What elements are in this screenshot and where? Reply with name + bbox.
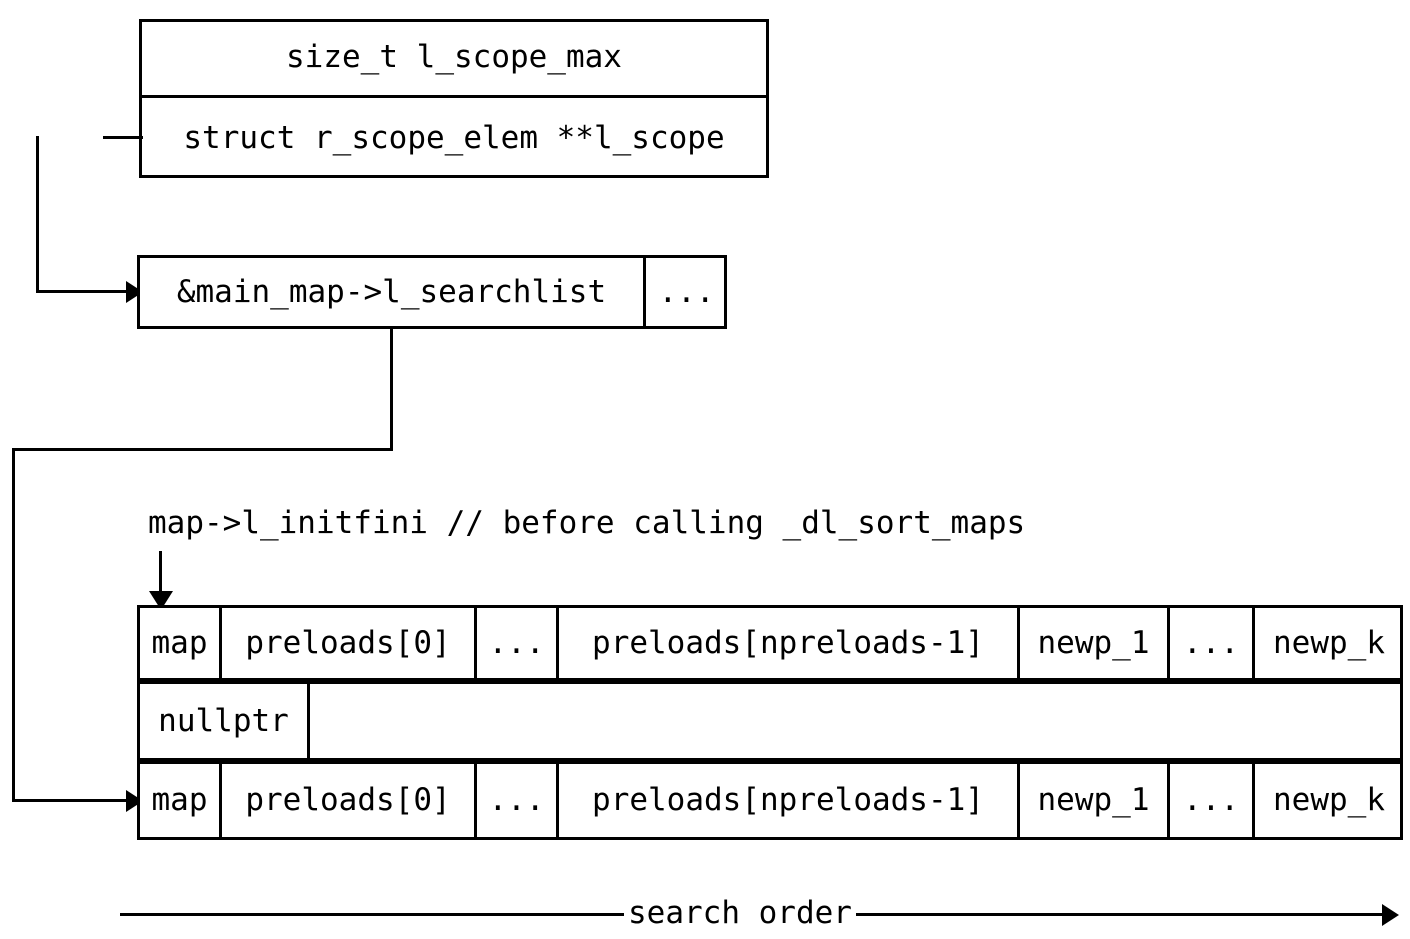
initfini-row-before-div-2	[474, 605, 477, 681]
connector-searchlist-horizontal-lower	[12, 799, 130, 802]
initfini-row-after-box	[137, 761, 1403, 840]
initfini-row-middle-cell-1	[310, 681, 1403, 761]
initfini-row-after-cell-0: map	[151, 782, 208, 818]
initfini-row-before-cell-6: newp_k	[1273, 624, 1385, 661]
initfini-row-before-cell-5: ...	[1183, 624, 1239, 661]
initfini-row-before-div-4	[1017, 605, 1020, 681]
initfini-row-before-cell-2: ...	[488, 624, 545, 661]
initfini-row-before-cell-4: newp_1	[1037, 624, 1150, 661]
initfini-row-before-div-5	[1167, 605, 1170, 681]
scope-struct-divider	[139, 95, 769, 98]
initfini-row-after-cell-5: ...	[1183, 782, 1239, 818]
search-order-caption: search order	[624, 898, 856, 929]
initfini-row-before-div-1	[219, 605, 222, 681]
initfini-row-after-cell-4: newp_1	[1037, 782, 1150, 818]
initfini-row-before-div-3	[556, 605, 559, 681]
connector-searchlist-vertical-left	[12, 448, 15, 802]
initfini-row-before-cell-3: preloads[npreloads-1]	[592, 624, 984, 661]
initfini-row-after-cell-6: newp_k	[1273, 782, 1385, 818]
initfini-row-before-cell-0: map	[151, 624, 208, 661]
scope-struct-box	[139, 19, 769, 178]
initfini-row-before-cell-1: preloads[0]	[245, 624, 451, 661]
initfini-row-after-cell-1: preloads[0]	[245, 782, 451, 818]
scope-struct-row-0: size_t l_scope_max	[286, 38, 622, 75]
initfini-row-after-cell-3: preloads[npreloads-1]	[592, 782, 984, 818]
initfini-row-middle-div-1	[307, 681, 310, 761]
search-order-arrowhead	[1382, 904, 1399, 926]
searchlist-array-divider	[643, 255, 646, 329]
initfini-row-middle-box	[137, 681, 1403, 761]
initfini-row-after-div-1	[219, 761, 222, 840]
initfini-row-before-div-6	[1252, 605, 1255, 681]
initfini-row-after-div-6	[1252, 761, 1255, 840]
initfini-row-after-div-4	[1017, 761, 1020, 840]
initfini-label: map->l_initfini // before calling _dl_so…	[148, 505, 1026, 541]
connector-lscope-stub	[103, 136, 143, 139]
searchlist-cell-0: &main_map->l_searchlist	[176, 273, 607, 310]
connector-lscope-horizontal	[36, 290, 132, 293]
initfini-row-after-div-5	[1167, 761, 1170, 840]
searchlist-cell-1: ...	[658, 273, 715, 310]
initfini-row-after-cell-2: ...	[488, 782, 545, 818]
connector-lscope-vertical	[36, 136, 39, 292]
searchlist-array-box	[137, 255, 727, 329]
initfini-row-before-box	[137, 605, 1403, 681]
initfini-pointer-line	[159, 551, 162, 593]
connector-searchlist-horizontal-upper	[12, 448, 393, 451]
initfini-row-after-div-2	[474, 761, 477, 840]
scope-struct-row-1: struct r_scope_elem **l_scope	[183, 119, 725, 156]
connector-searchlist-vertical-top	[390, 329, 393, 451]
initfini-row-after-div-3	[556, 761, 559, 840]
initfini-row-middle-cell-0: nullptr	[158, 702, 289, 739]
